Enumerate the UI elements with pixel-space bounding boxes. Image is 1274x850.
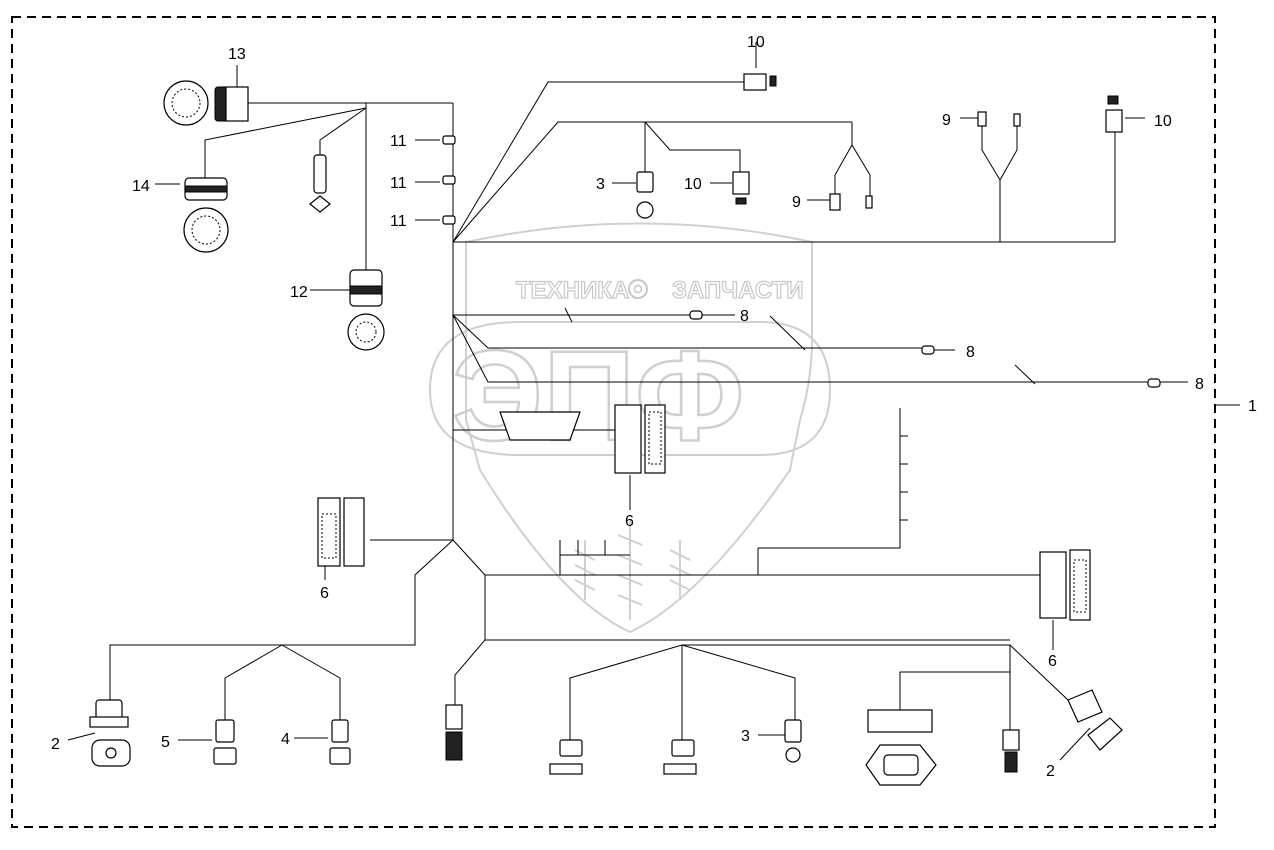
watermark-logo-letters: ЭПФ xyxy=(452,325,744,468)
sensor-2-right xyxy=(1067,689,1123,751)
connector-12-round xyxy=(347,269,385,351)
connector-11-group xyxy=(442,135,456,225)
callout-12: 12 xyxy=(290,284,308,301)
callout-6-center: 6 xyxy=(625,513,634,530)
relay-left xyxy=(549,739,583,775)
ecu-center xyxy=(499,404,666,474)
ecu-left-connector-6 xyxy=(317,497,365,567)
connector-5 xyxy=(213,719,237,765)
callout-6-left: 6 xyxy=(320,585,329,602)
harness-boundary-frame xyxy=(11,16,1216,828)
sensor-2-left xyxy=(89,699,131,767)
connector-3-bottom xyxy=(784,719,802,763)
callout-2-right: 2 xyxy=(1046,763,1055,780)
relay-middle xyxy=(663,739,697,775)
connector-10-middle xyxy=(732,171,750,205)
callout-5: 5 xyxy=(161,734,170,751)
harness-wires xyxy=(67,42,1240,761)
callout-10-middle: 10 xyxy=(684,176,702,193)
callout-3-top: 3 xyxy=(596,176,605,193)
connector-3-top xyxy=(636,171,654,219)
callout-9-left: 9 xyxy=(792,194,801,211)
sensor-probe xyxy=(309,154,331,213)
callout-10-top: 10 xyxy=(747,34,765,51)
callout-3-bottom: 3 xyxy=(741,728,750,745)
watermark-left-text: ТЕХНИКА xyxy=(516,277,629,304)
connector-13-round xyxy=(163,80,249,126)
connector-9-right xyxy=(977,111,1021,127)
connector-8-group xyxy=(689,310,1161,388)
connector-10-top xyxy=(743,73,777,91)
callout-11-first: 11 xyxy=(390,133,407,150)
callout-11-third: 11 xyxy=(390,213,407,230)
sensor-large-bottom xyxy=(865,709,937,786)
callout-9-right: 9 xyxy=(942,112,951,129)
callout-4: 4 xyxy=(281,731,290,748)
callout-labels: 1 2 2 3 3 4 5 6 6 6 8 8 8 9 9 10 10 10 1… xyxy=(51,34,1257,780)
callout-8-second: 8 xyxy=(966,344,975,361)
callout-13: 13 xyxy=(228,46,246,63)
watermark-right-text: ЗАПЧАСТИ xyxy=(672,277,804,304)
gear-icon xyxy=(628,279,648,299)
callout-6-right: 6 xyxy=(1048,653,1057,670)
callout-8-third: 8 xyxy=(1195,376,1204,393)
callout-14: 14 xyxy=(132,178,150,195)
connector-bottom-plug xyxy=(445,704,463,761)
connector-14-round xyxy=(183,177,229,253)
callout-10-right: 10 xyxy=(1154,113,1172,130)
connector-4 xyxy=(329,719,351,765)
callout-8-first: 8 xyxy=(740,308,749,325)
ecu-right-connector-6 xyxy=(1039,549,1091,621)
callout-1: 1 xyxy=(1248,398,1257,415)
connector-plug-right xyxy=(1002,729,1020,773)
callout-11-second: 11 xyxy=(390,175,407,192)
callout-2-left: 2 xyxy=(51,736,60,753)
connector-10-right xyxy=(1105,95,1123,133)
connector-9-left xyxy=(829,193,873,211)
